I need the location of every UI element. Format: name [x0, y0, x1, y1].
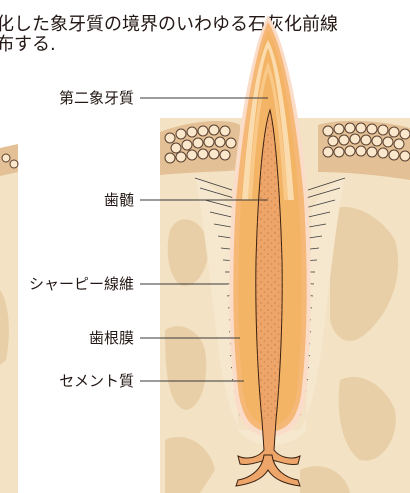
label-pulp: 歯髄: [104, 191, 134, 209]
header-text-line2: 布する.: [0, 34, 56, 55]
label-periodontal-ligament: 歯根膜: [89, 329, 134, 347]
header-text-line1: 化した象牙質の境界のいわゆる石灰化前線: [0, 14, 338, 35]
left-bone-panel: [0, 144, 18, 493]
label-secondary-dentin: 第二象牙質: [59, 89, 134, 107]
label-cementum: セメント質: [59, 372, 134, 390]
label-sharpey-fibers: シャーピー線維: [29, 275, 134, 293]
labels: 第二象牙質 歯髄 シャーピー線維 歯根膜 セメント質: [29, 89, 134, 390]
tooth: [229, 15, 310, 486]
